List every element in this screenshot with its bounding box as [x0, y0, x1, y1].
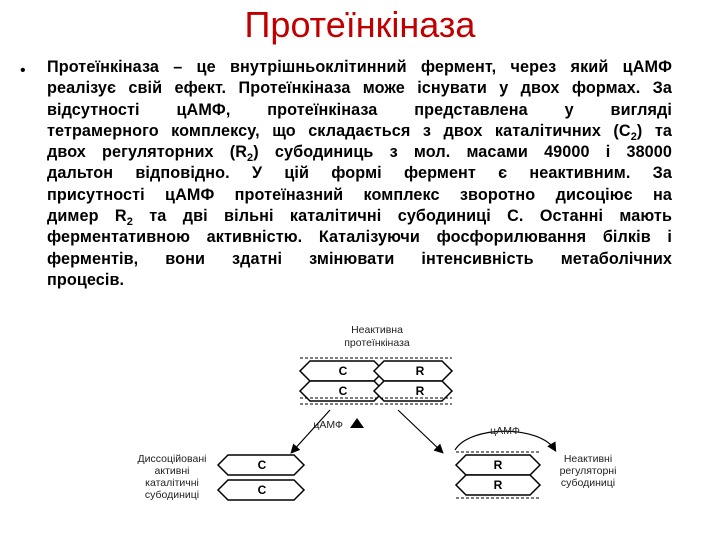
cell-label-r: R [494, 458, 503, 472]
paragraph-line: дальтон відповідно. У цій формі фермент … [47, 164, 672, 183]
inactive-reg-label-line1: Неактивні [564, 453, 612, 465]
cell-label-r: R [494, 478, 503, 492]
inactive-kinase-label-line1: Неактивна [351, 324, 403, 336]
dissociated-label-line2: активні [155, 465, 190, 477]
camp-binding-arrow [454, 430, 557, 453]
cell-label-c: C [339, 364, 348, 378]
regulatory-dimer: R R [454, 451, 542, 499]
catalytic-subunit [216, 454, 306, 476]
catalytic-subunit [216, 479, 306, 501]
paragraph-line: тетрамерного комплексу, що складається з… [47, 121, 673, 144]
cell-label-c: C [258, 483, 267, 497]
dissociated-label-line1: Диссоційовані [138, 453, 207, 465]
catalytic-subunit [298, 380, 386, 402]
paragraph-line: димер R2 та дві вільні каталітичні субод… [47, 207, 672, 229]
paragraph-line: ферментативною активністю. Каталізуючи ф… [47, 228, 672, 247]
paragraph-line: процесів. [47, 270, 125, 289]
arrow-to-regulatory [397, 409, 444, 454]
body-paragraph: Протеїнкіназа – це внутрішньоклітинний ф… [47, 57, 672, 291]
cell-label-r: R [416, 364, 425, 378]
cell-label-c: C [339, 384, 348, 398]
arrow-to-catalytic [290, 409, 331, 454]
dissociated-label-line4: субодиниці [145, 489, 199, 501]
paragraph-line: двох регуляторних (R2) субодиниць з мол.… [47, 143, 672, 165]
paragraph-line: відсутності цАМФ, протеїнкіназа представ… [47, 100, 672, 119]
bullet-marker: • [20, 62, 26, 79]
regulatory-subunit [372, 380, 454, 402]
dissociated-label-line3: каталітичні [145, 477, 199, 489]
camp-triangle-icon [350, 418, 364, 428]
regulatory-subunit [454, 474, 542, 496]
cell-label-c: C [258, 458, 267, 472]
inactive-reg-label-line3: субодиниці [561, 477, 615, 489]
regulatory-subunit [372, 360, 454, 382]
camp-label-right: цАМФ [490, 425, 520, 437]
paragraph-line: ферментів, вони здатні змінювати інтенси… [47, 249, 672, 268]
tetramer-complex: C R C R [298, 360, 454, 402]
paragraph-line: Протеїнкіназа – це внутрішньоклітинний ф… [47, 58, 672, 76]
inactive-kinase-label-line2: протеїнкіназа [344, 337, 410, 349]
camp-label: цАМФ [313, 419, 343, 431]
paragraph-line: реалізує свій ефект. Протеїнкіназа може … [47, 79, 672, 98]
free-catalytic-subunits: C C [216, 454, 306, 501]
page-title: Протеїнкіназа [244, 4, 476, 45]
paragraph-line: присутності цАМФ протеїназний комплекс з… [47, 185, 672, 204]
cell-label-r: R [416, 384, 425, 398]
inactive-reg-label-line2: регуляторні [560, 465, 617, 477]
